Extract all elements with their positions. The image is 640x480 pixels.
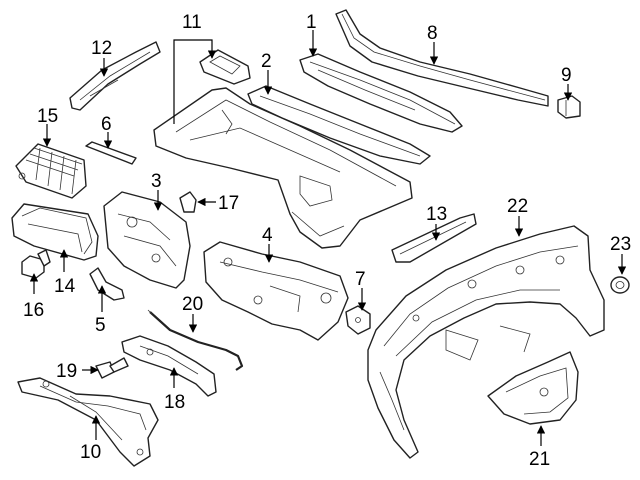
- part-12-bracket: [69, 41, 161, 111]
- callout-7: 7: [355, 269, 366, 290]
- part-19-bolt: [95, 357, 129, 379]
- callout-10: 10: [80, 442, 101, 463]
- part-7-bracket: [345, 305, 371, 335]
- callout-15: 15: [37, 106, 58, 127]
- callout-18: 18: [164, 392, 185, 413]
- part-18-bracket: [121, 335, 217, 397]
- callout-1: 1: [306, 12, 317, 33]
- callout-9: 9: [561, 65, 572, 86]
- part-15-grille-box: [15, 143, 87, 199]
- callout-6: 6: [101, 114, 112, 135]
- callout-12: 12: [91, 38, 112, 59]
- part-11-pad: [199, 49, 251, 85]
- callout-4: 4: [262, 225, 273, 246]
- part-17-grommet: [179, 191, 197, 213]
- part-22-frame: [367, 225, 605, 459]
- part-5-bracket: [89, 267, 125, 301]
- callout-8: 8: [427, 23, 438, 44]
- part-16-clip: [21, 249, 51, 279]
- callout-labels: 1 2 3 4 5 6 7 8 9 10 11 12 13 14 15 16 1…: [23, 12, 631, 470]
- callout-14: 14: [54, 276, 76, 297]
- part-11-dash-panel: [153, 87, 413, 249]
- callout-13: 13: [426, 204, 447, 225]
- part-21-bracket: [487, 351, 579, 425]
- part-10-lower-frame: [17, 377, 159, 467]
- callout-21: 21: [529, 449, 550, 470]
- part-23-plug: [610, 276, 630, 294]
- part-9-bracket: [557, 95, 581, 119]
- part-20-cable: [147, 309, 244, 371]
- part-6-strip: [85, 141, 137, 165]
- callout-17: 17: [218, 193, 239, 214]
- part-3-side-panel: [103, 191, 191, 289]
- part-1-cowl-panel: [299, 53, 463, 133]
- callout-19: 19: [56, 361, 77, 382]
- callout-11: 11: [182, 12, 202, 33]
- callout-2: 2: [261, 51, 272, 72]
- part-4-insulator: [203, 241, 349, 341]
- callout-5: 5: [95, 315, 106, 336]
- leader-lines: [29, 30, 627, 446]
- callout-22: 22: [507, 196, 528, 217]
- callout-20: 20: [182, 294, 203, 315]
- part-14-housing: [11, 203, 99, 261]
- callout-23: 23: [610, 234, 631, 255]
- callout-16: 16: [23, 300, 44, 321]
- part-8-rail: [335, 9, 549, 107]
- callout-3: 3: [151, 171, 162, 192]
